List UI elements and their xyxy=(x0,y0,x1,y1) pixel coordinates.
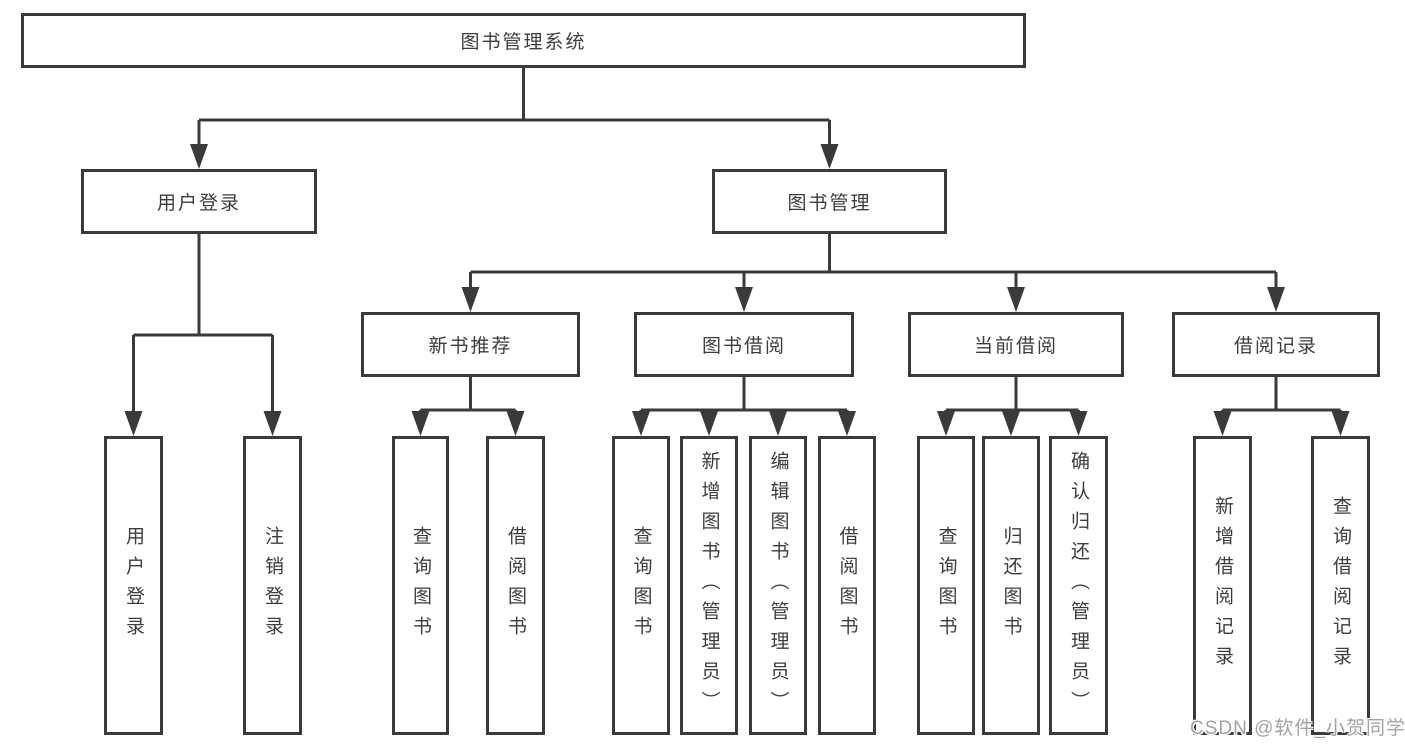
node-leaf-borrow-books-rec: 借阅图书 xyxy=(486,436,545,735)
node-new-book-recommendation: 新书推荐 xyxy=(361,312,580,377)
csdn-watermark: CSDN @软件_小贺同学 xyxy=(1190,718,1405,739)
node-leaf-return-books: 归还图书 xyxy=(982,436,1040,735)
node-user-login: 用户登录 xyxy=(81,169,317,234)
node-book-borrowing: 图书借阅 xyxy=(634,312,854,377)
node-leaf-user-login: 用户登录 xyxy=(104,436,163,735)
node-leaf-confirm-return-admin: 确认归还（管理员） xyxy=(1049,436,1108,735)
node-leaf-query-books-bb: 查询图书 xyxy=(612,436,670,735)
node-leaf-query-books-cb: 查询图书 xyxy=(917,436,975,735)
node-leaf-add-books-admin: 新增图书（管理员） xyxy=(680,436,738,735)
node-leaf-borrow-books-bb: 借阅图书 xyxy=(818,436,876,735)
node-leaf-query-books-rec: 查询图书 xyxy=(392,436,449,735)
node-library-management-system: 图书管理系统 xyxy=(21,13,1026,68)
node-leaf-logout: 注销登录 xyxy=(243,436,302,735)
node-current-borrowing: 当前借阅 xyxy=(908,312,1124,377)
node-borrowing-records: 借阅记录 xyxy=(1172,312,1380,377)
node-book-management: 图书管理 xyxy=(712,169,947,234)
node-leaf-query-borrow-record: 查询借阅记录 xyxy=(1311,436,1370,735)
node-leaf-add-borrow-record: 新增借阅记录 xyxy=(1193,436,1252,735)
node-leaf-edit-books-admin: 编辑图书（管理员） xyxy=(749,436,807,735)
